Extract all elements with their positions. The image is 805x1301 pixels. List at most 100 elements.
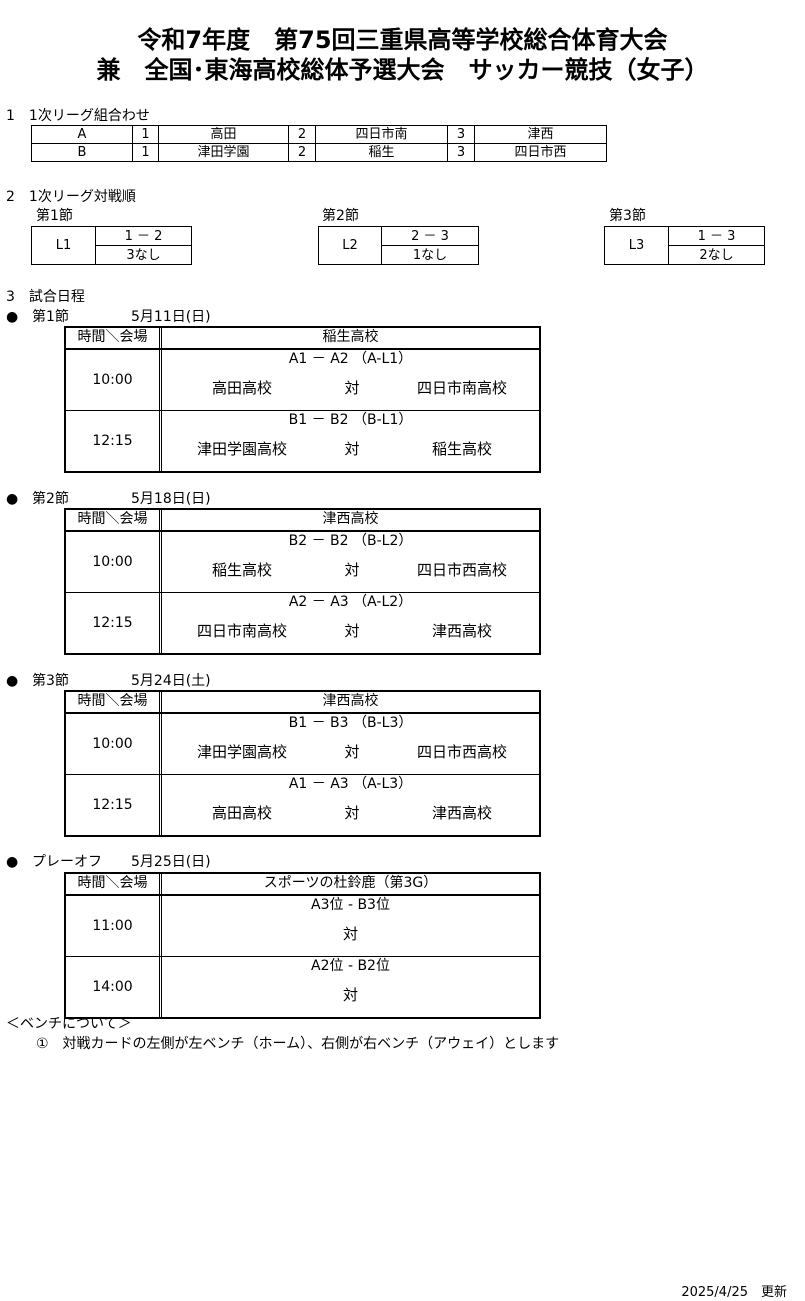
round-bye: 3なし — [95, 245, 192, 265]
bench-note: ① 対戦カードの左側が左ベンチ（ホーム）、右側が右ベンチ（アウェイ）とします — [36, 1036, 560, 1052]
day-date: 5月11日(日) — [131, 309, 211, 325]
vs-label: 対 — [344, 622, 360, 640]
round-match: 1 － 2 — [95, 226, 192, 246]
match-code: A1 － A2 （A-L1） — [288, 351, 413, 367]
schedule-table-day1: 時間＼会場 稲生高校 10:00 A1 － A2 （A-L1） 高田高校 対 四… — [64, 326, 541, 473]
vs-label: 対 — [344, 743, 360, 761]
title-line-2: 兼 全国･東海高校総体予選大会 サッカー競技（女子） — [96, 56, 709, 84]
kickoff-time: 12:15 — [66, 593, 162, 653]
bullet-icon: ● — [6, 854, 19, 870]
kickoff-time: 12:15 — [66, 775, 162, 835]
home-team: 津田学園高校 — [196, 743, 287, 761]
kickoff-time: 10:00 — [66, 714, 162, 774]
away-team: 津西高校 — [431, 804, 492, 822]
vs-label: 対 — [344, 804, 360, 822]
match-code: B1 － B2 （B-L1） — [288, 412, 413, 428]
match-code: A2位 - B2位 — [311, 958, 390, 974]
vs-label: 対 — [342, 925, 358, 943]
round-code: L2 — [318, 226, 382, 265]
round-order-table-1: L1 1 － 2 3なし — [31, 226, 192, 265]
home-team: 高田高校 — [211, 804, 272, 822]
home-team: 津田学園高校 — [196, 440, 287, 458]
bullet-icon: ● — [6, 491, 19, 507]
table-row: 12:15 B1 － B2 （B-L1） 津田学園高校 対 稲生高校 — [66, 410, 539, 471]
home-team: 高田高校 — [211, 379, 272, 397]
venue-name: 稲生高校 — [322, 329, 379, 345]
team-name: 四日市南 — [315, 125, 448, 144]
round-order-table-3: L3 1 － 3 2なし — [604, 226, 765, 265]
round-label: 第1節 — [36, 208, 73, 224]
away-team: 四日市西高校 — [416, 743, 507, 761]
kickoff-time: 10:00 — [66, 350, 162, 410]
day-label: 第2節 — [32, 491, 69, 507]
kickoff-time: 12:15 — [66, 411, 162, 471]
table-row: 11:00 A3位 - B3位 対 — [66, 896, 539, 956]
seed-number: 2 — [288, 125, 316, 144]
round-order-table-2: L2 2 － 3 1なし — [318, 226, 479, 265]
section3-heading: 3 試合日程 — [6, 289, 85, 305]
table-row: 12:15 A1 － A3 （A-L3） 高田高校 対 津西高校 — [66, 774, 539, 835]
bullet-icon: ● — [6, 309, 19, 325]
seed-number: 1 — [132, 125, 159, 144]
group-row-b: B 1 津田学園 2 稲生 3 四日市西 — [31, 143, 607, 162]
group-table: A 1 高田 2 四日市南 3 津西 B 1 津田学園 2 稲生 3 四日市西 — [31, 125, 607, 162]
time-venue-header: 時間＼会場 — [66, 510, 162, 530]
section1-heading: 1 1次リーグ組合わせ — [6, 108, 150, 124]
round-label: 第3節 — [609, 208, 646, 224]
day-label: プレーオフ — [32, 854, 102, 870]
time-venue-header: 時間＼会場 — [66, 874, 162, 894]
home-team: 四日市南高校 — [196, 622, 287, 640]
day-label: 第1節 — [32, 309, 69, 325]
round-code: L3 — [604, 226, 669, 265]
vs-label: 対 — [344, 379, 360, 397]
team-name: 津西 — [474, 125, 607, 144]
round-match: 2 － 3 — [381, 226, 479, 246]
schedule-table-playoff: 時間＼会場 スポーツの杜鈴鹿（第3G） 11:00 A3位 - B3位 対 14… — [64, 872, 541, 1019]
round-match: 1 － 3 — [668, 226, 765, 246]
away-team: 四日市西高校 — [416, 561, 507, 579]
time-venue-header: 時間＼会場 — [66, 328, 162, 348]
round-bye: 1なし — [381, 245, 479, 265]
team-name: 四日市西 — [474, 143, 607, 162]
kickoff-time: 14:00 — [66, 957, 162, 1017]
away-team: 稲生高校 — [431, 440, 492, 458]
away-team: 四日市南高校 — [416, 379, 507, 397]
venue-name: スポーツの杜鈴鹿（第3G） — [263, 875, 438, 891]
match-code: B1 － B3 （B-L3） — [288, 715, 413, 731]
seed-number: 3 — [447, 125, 475, 144]
match-code: A1 － A3 （A-L3） — [288, 776, 413, 792]
day-date: 5月24日(土) — [131, 673, 211, 689]
match-code: A2 － A3 （A-L2） — [288, 594, 413, 610]
vs-label: 対 — [344, 440, 360, 458]
table-row: 10:00 B2 － B2 （B-L2） 稲生高校 対 四日市西高校 — [66, 532, 539, 592]
venue-name: 津西高校 — [322, 693, 379, 709]
day-label: 第3節 — [32, 673, 69, 689]
match-code: A3位 - B3位 — [311, 897, 390, 913]
round-label: 第2節 — [322, 208, 359, 224]
home-team: 稲生高校 — [211, 561, 272, 579]
table-row: 10:00 A1 － A2 （A-L1） 高田高校 対 四日市南高校 — [66, 350, 539, 410]
kickoff-time: 11:00 — [66, 896, 162, 956]
team-name: 津田学園 — [158, 143, 289, 162]
kickoff-time: 10:00 — [66, 532, 162, 592]
table-row: 14:00 A2位 - B2位 対 — [66, 956, 539, 1017]
day-date: 5月25日(日) — [131, 854, 211, 870]
match-code: B2 － B2 （B-L2） — [288, 533, 413, 549]
table-row: 12:15 A2 － A3 （A-L2） 四日市南高校 対 津西高校 — [66, 592, 539, 653]
group-row-a: A 1 高田 2 四日市南 3 津西 — [31, 125, 607, 144]
title-line-1: 令和7年度 第75回三重県高等学校総合体育大会 — [137, 26, 668, 54]
bullet-icon: ● — [6, 673, 19, 689]
vs-label: 対 — [344, 561, 360, 579]
section2-heading: 2 1次リーグ対戦順 — [6, 189, 136, 205]
round-code: L1 — [31, 226, 96, 265]
vs-label: 対 — [342, 986, 358, 1004]
time-venue-header: 時間＼会場 — [66, 692, 162, 712]
team-name: 稲生 — [315, 143, 448, 162]
seed-number: 1 — [132, 143, 159, 162]
team-name: 高田 — [158, 125, 289, 144]
schedule-table-day2: 時間＼会場 津西高校 10:00 B2 － B2 （B-L2） 稲生高校 対 四… — [64, 508, 541, 655]
group-name: A — [31, 125, 133, 144]
bench-heading: ＜ベンチについて＞ — [6, 1016, 132, 1032]
updated-date: 2025/4/25 更新 — [681, 1285, 787, 1300]
round-bye: 2なし — [668, 245, 765, 265]
